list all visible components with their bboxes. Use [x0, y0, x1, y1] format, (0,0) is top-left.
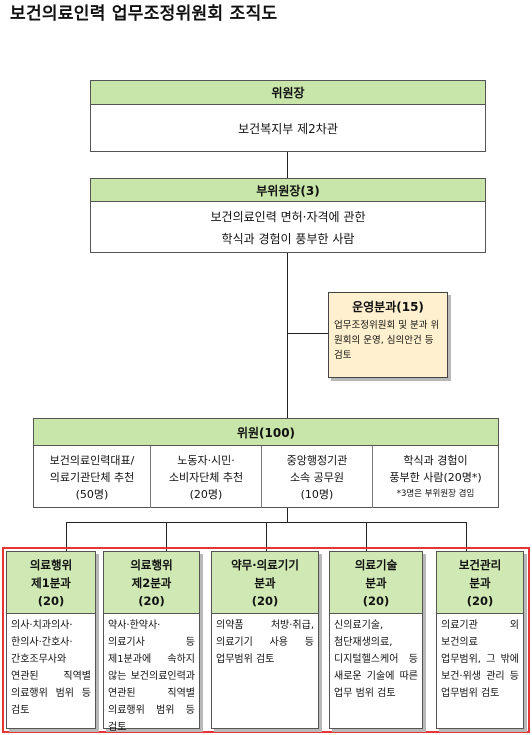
members-divider-2: [261, 446, 262, 508]
members-group-2-line-3: (20명): [189, 487, 223, 501]
operations-box: 운영분과(15) 업무조정위원회 및 분과 위원회의 운영, 심의안건 등 검토: [328, 292, 448, 378]
subcommittee-medical-2-count: (20): [138, 593, 165, 608]
subcommittee-med-tech: 의료기술 분과 (20) 신의료기술, 첨단재생의료, 디지털헬스케어 등 새로…: [329, 551, 423, 729]
subcommittee-medical-2-description: 약사·한약사·의료기사 등 제1분과에 속하지 않는 보건의료인력과 연관된 직…: [108, 620, 195, 733]
subcommittee-health-mgmt-count: (20): [466, 593, 494, 608]
members-divider-1: [150, 446, 151, 508]
chair-heading: 위원장: [90, 80, 486, 105]
subcommittee-health-mgmt-name-1: 보건관리: [458, 557, 502, 572]
subcommittee-pharma-device-description: 의약품 처방·취급, 의료기기 사용 등 업무범위 검토: [216, 620, 314, 665]
subcommittee-pharma-device-heading: 약무·의료기기 분과 (20): [212, 552, 318, 614]
connector-vice-members: [287, 253, 288, 418]
subcommittee-med-tech-description: 신의료기술, 첨단재생의료, 디지털헬스케어 등 새로운 기술에 따른 업무 범…: [334, 620, 418, 699]
connector-members-branch: [287, 508, 288, 522]
subcommittee-pharma-device: 약무·의료기기 분과 (20) 의약품 처방·취급, 의료기기 사용 등 업무범…: [211, 551, 319, 729]
members-group-2: 노동자·시민· 소비자단체 추천 (20명): [151, 446, 261, 508]
members-divider-3: [372, 446, 373, 508]
members-group-3-line-2: 소속 공무원: [289, 470, 345, 484]
members-heading: 위원(100): [33, 418, 499, 446]
members-group-4-note: *3명은 부위원장 겸임: [396, 488, 475, 499]
subcommittee-med-tech-name-1: 의료기술: [354, 557, 398, 572]
chair-body: 보건복지부 제2차관: [238, 121, 338, 136]
vice-chair-body: 보건의료인력 면허·자격에 관한 학식과 경험이 풍부한 사람: [90, 202, 486, 253]
subcommittee-health-mgmt-heading: 보건관리 분과 (20): [437, 552, 523, 614]
connector-sub-3: [266, 522, 267, 551]
members-group-3: 중앙행정기관 소속 공무원 (10명): [262, 446, 372, 508]
subcommittee-health-mgmt-name-2: 분과: [469, 575, 491, 590]
members-group-4-line-2: 풍부한 사람(20명*): [389, 470, 482, 484]
vice-chair-line-1: 보건의료인력 면허·자격에 관한: [210, 209, 366, 224]
members-group-3-line-1: 중앙행정기관: [286, 453, 348, 467]
subcommittee-med-tech-count: (20): [362, 593, 390, 608]
connector-operations: [287, 333, 329, 334]
subcommittee-pharma-device-name-2: 분과: [254, 575, 276, 590]
subcommittee-medical-2-name-1: 의료행위: [130, 557, 173, 572]
operations-description: 업무조정위원회 및 분과 위원회의 운영, 심의안건 등 검토: [334, 320, 440, 361]
members-group-2-line-2: 소비자단체 추천: [168, 470, 244, 484]
subcommittee-medical-1-name-1: 의료행위: [29, 557, 73, 572]
connector-sub-4: [366, 522, 367, 551]
members-group-1-line-3: (50명): [75, 487, 109, 501]
members-group-1: 보건의료인력대표/ 의료기관단체 추천 (50명): [34, 446, 150, 508]
subcommittee-health-mgmt-description: 의료기관 외 보건의료 업무범위, 그 밖에 보건·위생 관리 등 업무범위 검…: [441, 620, 519, 699]
subcommittee-health-mgmt: 보건관리 분과 (20) 의료기관 외 보건의료 업무범위, 그 밖에 보건·위…: [436, 551, 524, 729]
subcommittees-highlight-frame: [2, 547, 530, 733]
subcommittee-medical-1-heading: 의료행위 제1분과 (20): [7, 552, 95, 614]
members-group-1-line-1: 보건의료인력대표/: [49, 453, 135, 467]
subcommittee-pharma-device-name-1: 약무·의료기기: [231, 557, 299, 572]
vice-chair-line-2: 학식과 경험이 풍부한 사람: [221, 231, 355, 246]
members-group-2-line-1: 노동자·시민·: [177, 453, 235, 467]
subcommittee-med-tech-name-2: 분과: [365, 575, 387, 590]
subcommittee-medical-1-count: (20): [37, 593, 65, 608]
subcommittee-medical-1-description: 의사·치과의사·한의사·간호사·간호조무사와 연관된 직역별 의료행위 범위 등…: [11, 620, 91, 716]
connector-sub-2: [166, 522, 167, 551]
members-group-4: 학식과 경험이 풍부한 사람(20명*) *3명은 부위원장 겸임: [373, 446, 498, 508]
subcommittee-medical-2-heading: 의료행위 제2분과 (20): [104, 552, 199, 614]
subcommittee-pharma-device-count: (20): [251, 593, 279, 608]
vice-chair-heading: 부위원장(3): [90, 178, 486, 202]
subcommittee-medical-1: 의료행위 제1분과 (20) 의사·치과의사·한의사·간호사·간호조무사와 연관…: [6, 551, 96, 729]
connector-chair-vice: [287, 152, 288, 178]
subcommittee-medical-1-name-2: 제1분과: [31, 575, 71, 590]
members-group-1-line-2: 의료기관단체 추천: [49, 470, 135, 484]
subcommittee-medical-2: 의료행위 제2분과 (20) 약사·한약사·의료기사 등 제1분과에 속하지 않…: [103, 551, 200, 733]
members-group-4-line-1: 학식과 경험이: [403, 453, 468, 467]
connector-sub-1: [66, 522, 67, 551]
page-title: 보건의료인력 업무조정위원회 조직도: [10, 4, 278, 24]
members-group-3-line-3: (10명): [300, 487, 334, 501]
subcommittee-medical-2-name-2: 제2분과: [131, 575, 172, 590]
subcommittee-med-tech-heading: 의료기술 분과 (20): [330, 552, 422, 614]
connector-sub-5: [466, 522, 467, 551]
operations-heading: 운영분과(15): [352, 300, 424, 314]
